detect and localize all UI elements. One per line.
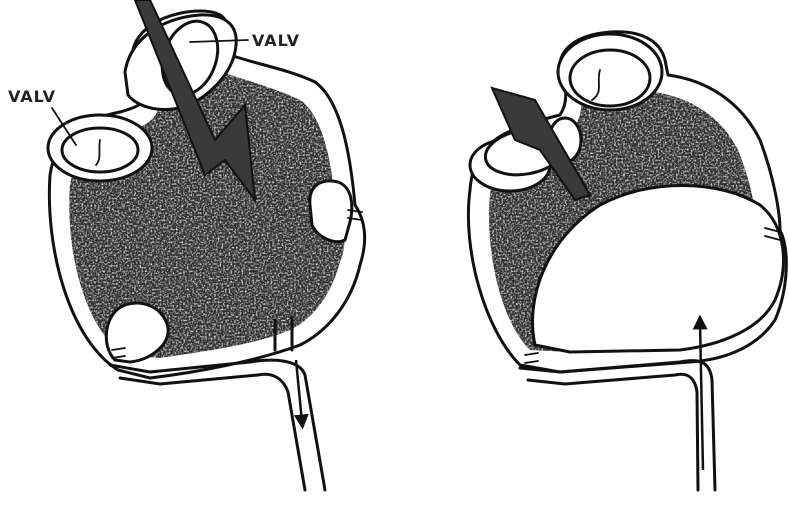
right-chamber	[468, 32, 786, 490]
left-right-bulge	[310, 181, 352, 242]
valve-left-label: VALV	[8, 87, 56, 106]
left-chamber	[48, 0, 365, 490]
right-top-valve-disc	[570, 50, 650, 106]
valve-top-label: VALV	[252, 31, 300, 50]
